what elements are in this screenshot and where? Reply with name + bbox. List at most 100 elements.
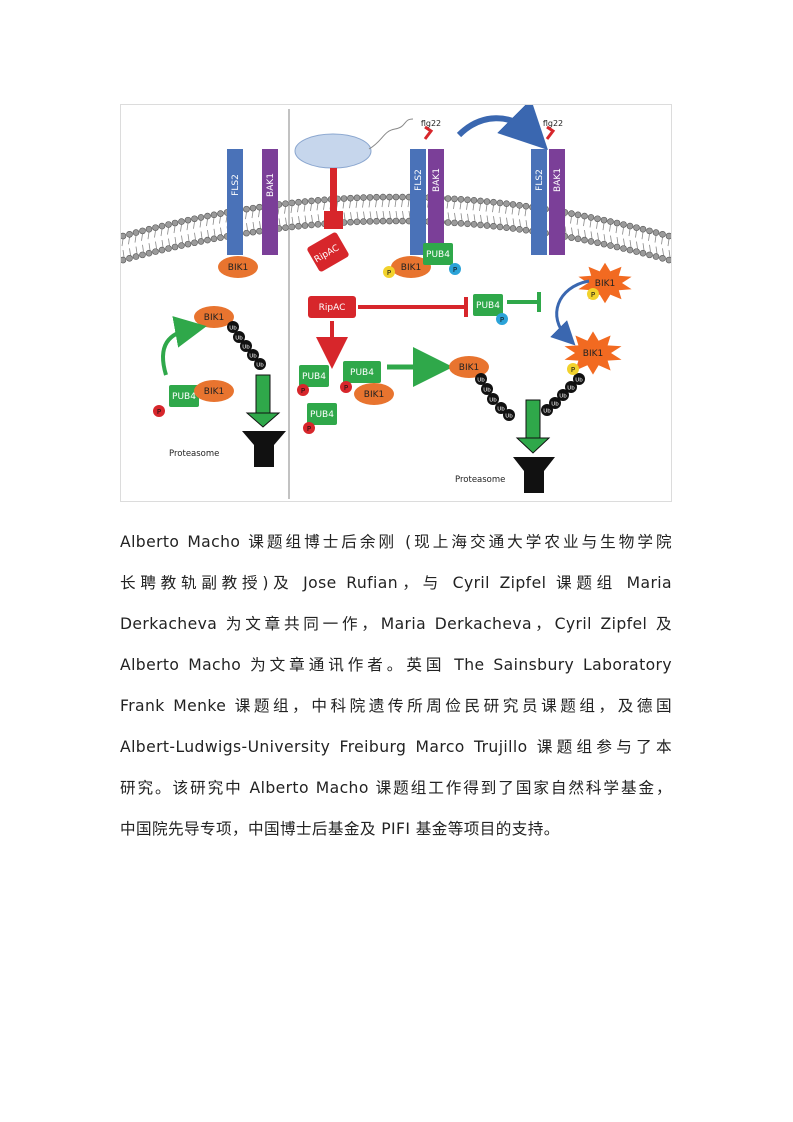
lipid-tail: [155, 241, 157, 249]
lipid-tail: [388, 199, 390, 208]
lipid-head: [607, 242, 614, 249]
lipid-head: [210, 211, 218, 219]
lipid-tail: [207, 230, 209, 238]
lipid-head: [483, 198, 491, 205]
lipid-tail: [167, 227, 169, 235]
article-paragraph: Alberto Macho 课题组博士后余刚 (现上海交通大学农业与生物学院 长…: [120, 522, 672, 850]
lipid-tail: [584, 230, 586, 238]
svg-text:RipAC: RipAC: [319, 303, 346, 313]
lipid-head: [503, 224, 510, 231]
lipid-tail: [199, 220, 202, 228]
svg-text:PUB4: PUB4: [426, 250, 450, 260]
lipid-tail: [636, 241, 638, 249]
lipid-tail: [602, 223, 605, 231]
lipid-head: [191, 215, 198, 223]
ubiquitin-bead: [541, 404, 553, 416]
lipid-tail: [662, 248, 664, 256]
lipid-tail: [186, 223, 189, 231]
lipid-tail: [589, 220, 592, 228]
lipid-tail: [154, 230, 156, 238]
lipid-head: [347, 194, 354, 202]
lipid-tail: [525, 220, 528, 228]
svg-text:P: P: [344, 384, 348, 392]
lipid-head: [282, 200, 289, 207]
ubiquitin-bead: [233, 331, 245, 343]
lipid-tail: [323, 202, 325, 210]
lipid-head: [399, 193, 406, 201]
lipid-tail: [622, 227, 624, 235]
phospho-marker: [297, 384, 309, 396]
phospho-marker: [567, 363, 579, 375]
lipid-tail: [610, 235, 612, 243]
lipid-tail: [363, 211, 365, 219]
lipid-tail: [492, 205, 494, 213]
lipid-tail: [466, 202, 468, 210]
lipid-head: [613, 243, 621, 251]
svg-text:BIK1: BIK1: [595, 279, 615, 289]
lipid-tail: [570, 216, 572, 224]
lipid-head: [178, 242, 185, 249]
ubiquitin-bead: [495, 402, 507, 414]
lipid-head: [516, 202, 523, 209]
lipid-tail: [571, 227, 573, 235]
lipid-tail: [505, 206, 507, 214]
lipid-head: [243, 229, 250, 237]
bak1-receptor: [262, 149, 278, 255]
svg-text:BAK1: BAK1: [266, 173, 276, 197]
svg-text:P: P: [500, 316, 504, 324]
lipid-head: [464, 196, 471, 204]
lipid-tail: [467, 213, 469, 221]
lipid-tail: [597, 232, 599, 240]
lipid-head: [353, 218, 361, 226]
svg-text:PUB4: PUB4: [302, 372, 326, 382]
lipid-head: [139, 251, 146, 259]
bik1-protein: [449, 356, 489, 378]
lipid-head: [366, 194, 374, 201]
pub4-protein: [299, 365, 329, 387]
lipid-tail: [134, 235, 137, 243]
lipid-tail: [655, 246, 658, 254]
ubiquitin-label: Ub: [505, 414, 513, 420]
lipid-head: [581, 212, 588, 220]
lipid-tail: [583, 219, 585, 227]
lipid-head: [503, 200, 510, 207]
lipid-tail: [317, 214, 320, 222]
phospho-marker: [340, 381, 352, 393]
svg-text:P: P: [157, 408, 161, 416]
lipid-head: [360, 194, 367, 201]
lipid-tail: [278, 218, 281, 226]
lipid-tail: [206, 219, 208, 227]
lipid-tail: [402, 210, 404, 219]
lipid-tail: [168, 238, 170, 246]
lipid-tail: [615, 225, 618, 234]
svg-text:PUB4: PUB4: [476, 301, 500, 311]
pub4-protein: [307, 403, 337, 425]
ubiquitin-bead: [247, 349, 259, 361]
lipid-head: [301, 222, 309, 229]
lipid-tail: [213, 228, 216, 236]
bik1-protein: [194, 380, 234, 402]
lipid-head: [165, 245, 172, 252]
svg-text:P: P: [307, 425, 311, 433]
lipid-head: [340, 195, 348, 202]
lipid-head: [470, 221, 478, 228]
lipid-head: [451, 195, 458, 203]
ubiquitin-bead: [487, 393, 499, 405]
lipid-head: [139, 227, 146, 235]
lipid-tail: [245, 212, 247, 220]
lipid-tail: [311, 214, 313, 222]
lipid-head: [373, 193, 380, 201]
lipid-tail: [349, 201, 351, 209]
lipid-tail: [128, 237, 130, 245]
lipid-head: [639, 249, 647, 257]
lipid-tail: [473, 214, 476, 222]
phospho-marker: [303, 422, 315, 434]
plasma-membrane: [121, 193, 671, 264]
lipid-tail: [609, 224, 611, 232]
secretion-base: [324, 211, 343, 229]
lipid-tail: [350, 212, 352, 220]
lipid-head: [451, 219, 458, 227]
lipid-tail: [258, 210, 260, 218]
